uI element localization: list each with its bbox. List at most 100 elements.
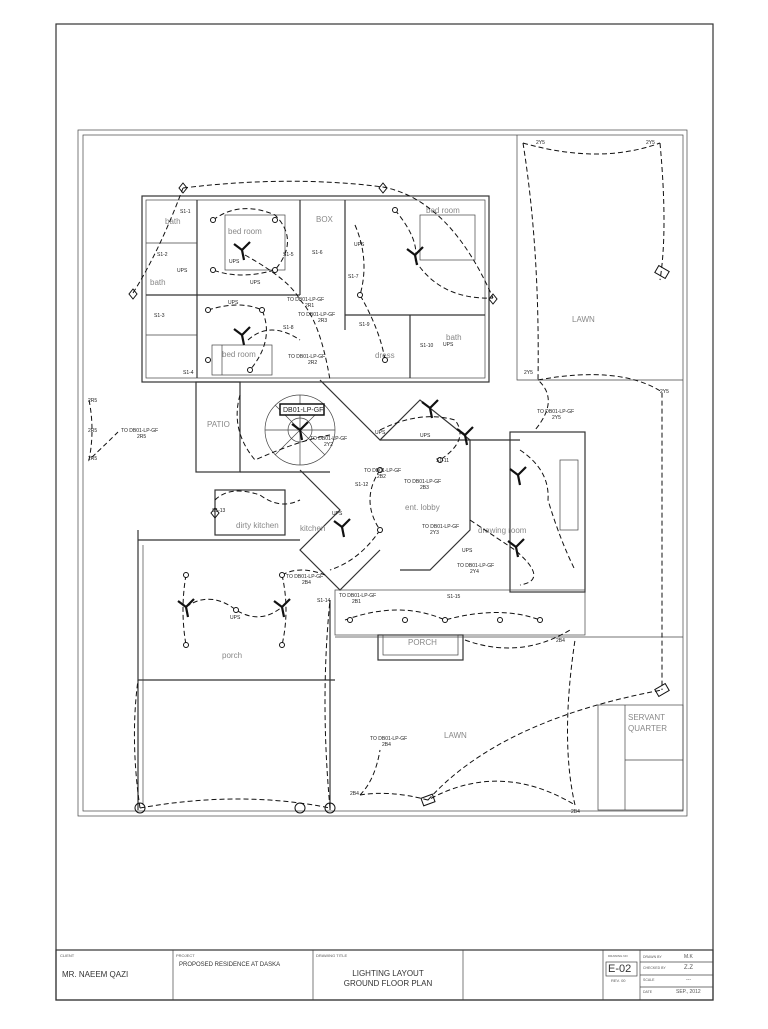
room-label-lawn-right: LAWN <box>572 315 595 324</box>
date-value: SEP., 2012 <box>676 989 701 995</box>
light-point-icon <box>357 292 363 298</box>
bollard-light-icon <box>488 293 498 305</box>
outdoor-lights <box>128 182 670 814</box>
circuit-label: TO DB01-LP-GF <box>422 524 459 530</box>
ups-tag: UPS <box>420 433 431 439</box>
flood-light-icon <box>420 793 436 807</box>
circuit-label: 2B4 <box>382 742 391 748</box>
ceiling-fan-symbols <box>177 241 527 618</box>
light-point-icon <box>377 467 383 473</box>
switch-tag: S1-12 <box>355 482 369 488</box>
ups-tag: UPS <box>462 548 473 554</box>
light-points <box>183 207 543 648</box>
room-label-ent-lobby: ent. lobby <box>405 503 440 512</box>
circuit-label: TO DB01-LP-GF <box>286 574 323 580</box>
circuit-label: 2B2 <box>377 474 386 480</box>
circuit-label: TO DB01-LP-GF <box>121 428 158 434</box>
circuit-tag: 2R5 <box>88 456 97 462</box>
switch-tag: S1-1 <box>180 209 191 215</box>
ups-tag: UPS <box>354 242 365 248</box>
pole-light-icon <box>294 802 306 814</box>
light-point-icon <box>377 527 383 533</box>
circuit-label: 2R5 <box>137 434 146 440</box>
drawing-number: E-02 <box>608 963 632 975</box>
pole-light-icon <box>134 802 146 814</box>
project-label: PROJECT <box>176 953 195 958</box>
circuit-label: 2Y5 <box>552 415 561 421</box>
room-label-bath-1: bath <box>165 217 181 226</box>
ups-tag: UPS <box>250 280 261 286</box>
fan-icon <box>233 326 251 346</box>
title-block <box>55 949 714 1001</box>
fan-icon <box>333 518 351 538</box>
light-point-icon <box>205 357 211 363</box>
plot-outer-border <box>77 129 688 817</box>
circuit-tags: 2Y5 2Y5 2Y5 2Y5 2B4 2B4 2B4 2R5 2R5 2R5 <box>88 140 669 815</box>
light-point-icon <box>183 572 189 578</box>
circuit-tag: 2R5 <box>88 398 97 404</box>
circuit-label: TO DB01-LP-GF <box>310 436 347 442</box>
drawn-by-value: M.K <box>684 954 693 960</box>
circuit-label: 2Y2 <box>324 442 333 448</box>
ups-tag: UPS <box>443 342 454 348</box>
circuit-label: TO DB01-LP-GF <box>404 479 441 485</box>
circuit-tag: 2Y5 <box>536 140 545 146</box>
ups-tag: UPS <box>375 430 386 436</box>
light-point-icon <box>205 307 211 313</box>
ups-tag: UPS <box>332 511 343 517</box>
room-label-box: BOX <box>316 215 334 224</box>
flood-light-icon <box>654 264 670 280</box>
circuit-label: 2Y4 <box>470 569 479 575</box>
fan-icon <box>406 246 424 266</box>
bollard-light-icon <box>178 182 188 194</box>
light-point-icon <box>392 207 398 213</box>
room-label-bed-room-lower: bed room <box>222 350 256 359</box>
circuit-label: TO DB01-LP-GF <box>457 563 494 569</box>
switch-tag: S1-4 <box>183 370 194 376</box>
room-label-bath-3: bath <box>446 333 462 342</box>
room-label-servant-2: QUARTER <box>628 724 667 733</box>
room-label-lawn-lower: LAWN <box>444 731 467 740</box>
switch-tag: S1-2 <box>157 252 168 258</box>
bollard-light-icon <box>378 182 388 194</box>
circuit-tag: 2R5 <box>88 428 97 434</box>
light-point-icon <box>210 267 216 273</box>
revision-label: REV. 00 <box>611 978 626 983</box>
ups-tag: UPS <box>228 300 239 306</box>
switch-tag: S1-13 <box>212 508 226 514</box>
checked-by-value: Z.Z <box>684 965 693 971</box>
drawing-title-line1: LIGHTING LAYOUT <box>352 969 424 978</box>
circuit-label: 2R1 <box>305 303 314 309</box>
switch-tag: S1-8 <box>283 325 294 331</box>
lawn-right-boundary <box>516 135 683 381</box>
circuit-label: TO DB01-LP-GF <box>339 593 376 599</box>
circuit-label: 2B3 <box>420 485 429 491</box>
circuit-label: TO DB01-LP-GF <box>364 468 401 474</box>
circuit-tag: 2Y5 <box>524 370 533 376</box>
switch-tag: S1-15 <box>447 594 461 600</box>
room-label-dress: dress <box>375 351 395 360</box>
flood-light-icon <box>654 682 670 698</box>
ups-tag: UPS <box>229 259 240 265</box>
light-point-icon <box>233 607 239 613</box>
circuit-tag: 2Y5 <box>646 140 655 146</box>
circuit-label: 2B4 <box>302 580 311 586</box>
pole-light-icon <box>324 802 336 814</box>
circuit-tag: 2Y5 <box>660 389 669 395</box>
light-point-icon <box>537 617 543 623</box>
light-point-icon <box>402 617 408 623</box>
plot-inner-border <box>82 134 684 812</box>
circuit-label: TO DB01-LP-GF <box>537 409 574 415</box>
fan-icon <box>421 399 439 419</box>
circuit-label: 2Y3 <box>430 530 439 536</box>
room-label-bath-2: bath <box>150 278 166 287</box>
circuit-label: TO DB01-LP-GF <box>287 297 324 303</box>
switch-tag: S1-9 <box>359 322 370 328</box>
circuit-label: TO DB01-LP-GF <box>298 312 335 318</box>
light-point-icon <box>497 617 503 623</box>
switch-tag: S1-11 <box>436 458 449 464</box>
fan-icon <box>233 241 251 261</box>
room-label-porch-lower: PORCH <box>408 638 437 647</box>
wiring-runs <box>88 142 665 809</box>
